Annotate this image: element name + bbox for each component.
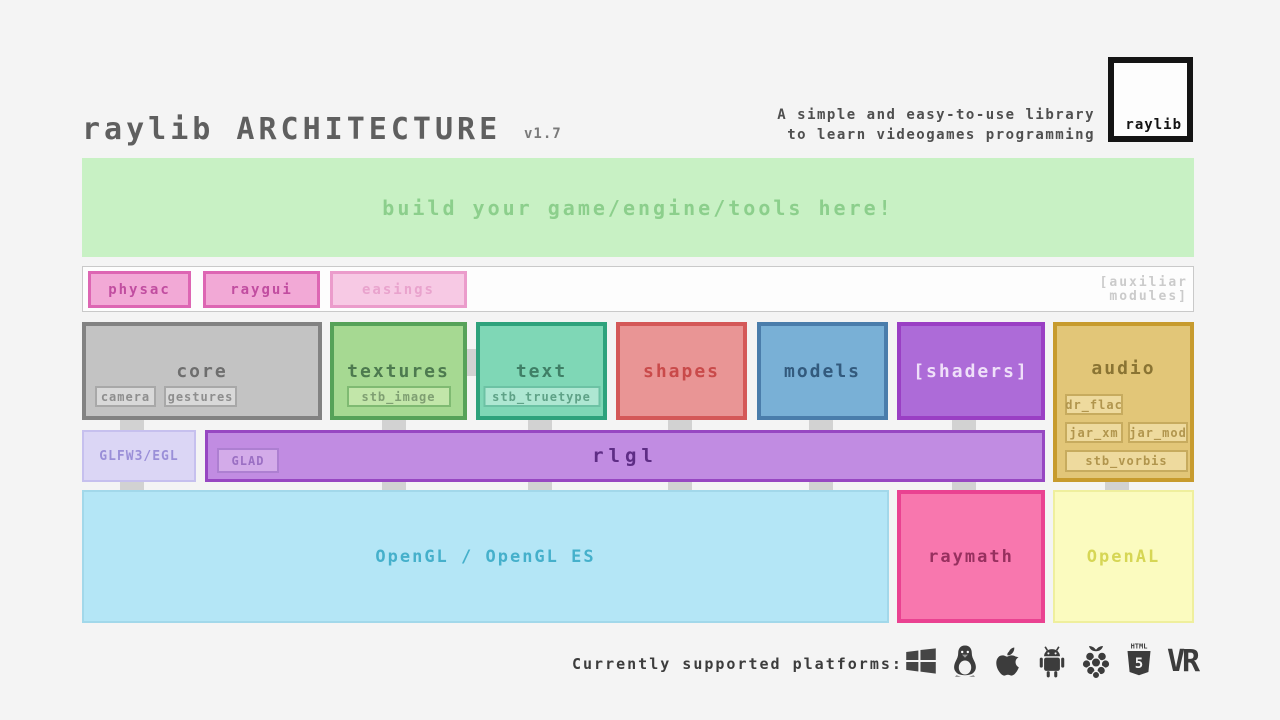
module-text-label: text (515, 360, 568, 382)
submodule-glad: GLAD (217, 448, 279, 473)
linux-icon (947, 642, 983, 680)
raylib-logo: raylib (1108, 57, 1193, 142)
raspberry-pi-icon (1078, 642, 1114, 680)
module-models-label: models (783, 360, 862, 382)
module-raymath: raymath (897, 490, 1045, 623)
version-label: v1.7 (524, 126, 562, 142)
android-icon (1033, 642, 1071, 680)
submodule-jar-xm: jar_xm (1065, 422, 1123, 443)
aux-note-line2: modules] (1109, 289, 1188, 304)
module-opengl-label: OpenGL / OpenGL ES (375, 546, 596, 567)
tagline-line1: A simple and easy-to-use library (777, 107, 1095, 123)
vr-icon: VR (1164, 642, 1212, 680)
module-rlgl: rlgl GLAD (205, 430, 1045, 482)
module-raygui: raygui (203, 271, 320, 308)
module-shaders: [shaders] (897, 322, 1045, 420)
module-openal-label: OpenAL (1086, 546, 1161, 567)
module-easings: easings (330, 271, 467, 308)
module-raymath-label: raymath (928, 546, 1014, 567)
submodule-stb-vorbis: stb_vorbis (1065, 450, 1188, 472)
tagline: A simple and easy-to-use library to lear… (777, 105, 1095, 145)
module-physac: physac (88, 271, 191, 308)
module-glfw-egl-label: GLFW3/EGL (99, 448, 179, 464)
submodule-dr-flac: dr_flac (1065, 394, 1123, 415)
module-openal: OpenAL (1053, 490, 1194, 623)
windows-icon (902, 642, 940, 680)
html5-icon: HTML 5 (1121, 641, 1157, 681)
module-rlgl-label: rlgl (592, 445, 658, 467)
module-textures: textures stb_image (330, 322, 467, 420)
svg-text:VR: VR (1167, 644, 1201, 679)
module-audio: audio dr_flac jar_xm jar_mod stb_vorbis (1053, 322, 1194, 482)
aux-modules-note: [auxiliar modules] (1100, 276, 1188, 304)
svg-text:HTML: HTML (1131, 643, 1148, 651)
module-glfw-egl: GLFW3/EGL (82, 430, 196, 482)
submodule-jar-mod: jar_mod (1128, 422, 1188, 443)
tagline-line2: to learn videogames programming (787, 127, 1095, 143)
module-audio-label: audio (1091, 357, 1156, 379)
supported-platforms-label: Currently supported platforms: (572, 655, 903, 673)
svg-text:5: 5 (1135, 656, 1143, 672)
apple-icon (990, 642, 1026, 680)
submodule-camera: camera (95, 386, 156, 407)
module-shaders-label: [shaders] (913, 360, 1029, 382)
module-textures-label: textures (347, 360, 450, 382)
platform-icons: HTML 5 VR (902, 641, 1212, 681)
module-shapes: shapes (616, 322, 747, 420)
submodule-stb-truetype: stb_truetype (483, 386, 600, 407)
module-core: core camera gestures (82, 322, 322, 420)
module-models: models (757, 322, 888, 420)
page-title: raylib ARCHITECTURE (82, 112, 502, 147)
submodule-stb-image: stb_image (346, 386, 451, 407)
submodule-gestures: gestures (164, 386, 237, 407)
build-here-label: build your game/engine/tools here! (382, 195, 894, 220)
module-core-label: core (176, 360, 228, 382)
module-text: text stb_truetype (476, 322, 607, 420)
raylib-logo-text: raylib (1125, 117, 1182, 133)
module-shapes-label: shapes (642, 360, 721, 382)
aux-note-line1: [auxiliar (1099, 275, 1188, 290)
module-opengl: OpenGL / OpenGL ES (82, 490, 889, 623)
build-here-banner: build your game/engine/tools here! (82, 158, 1194, 257)
